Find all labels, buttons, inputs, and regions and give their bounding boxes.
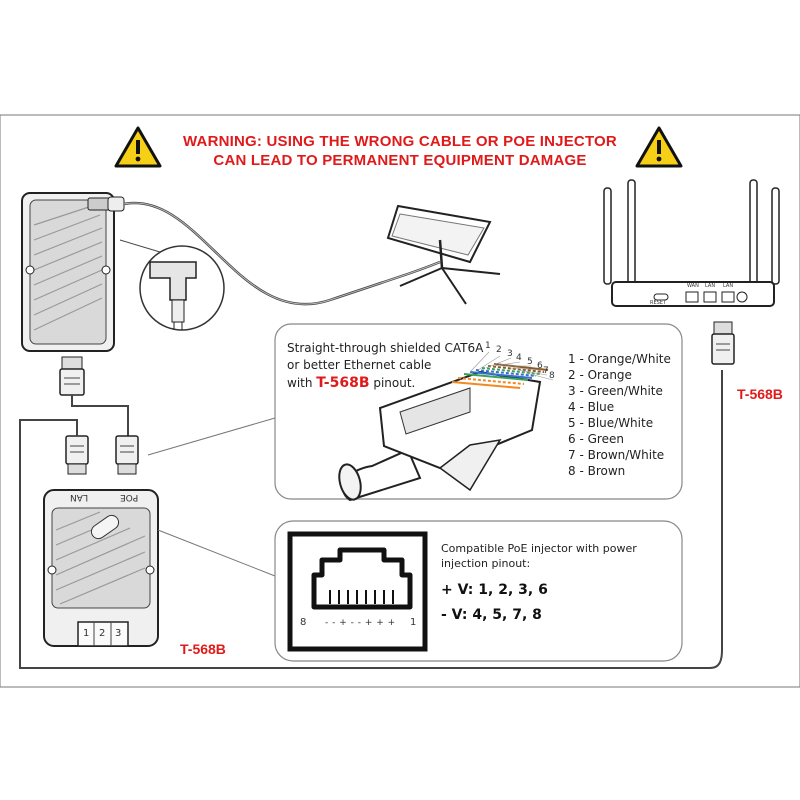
connector-callout	[139, 245, 225, 331]
router-standard-label: T-568B	[737, 386, 783, 402]
pinout-item: 3 - Green/White	[568, 384, 663, 398]
cable-description-line-1: Straight-through shielded CAT6A	[287, 341, 484, 355]
rj45-connector	[59, 356, 85, 396]
poe-description-line-2: injection pinout:	[441, 557, 531, 570]
cable-prefix: with	[287, 376, 313, 390]
cable-standard: T-568B	[316, 375, 370, 391]
wifi-router-device	[603, 179, 780, 365]
router-port-lan1-label: LAN	[705, 283, 716, 289]
pinout-item: 8 - Brown	[568, 464, 626, 478]
plug-pin-number: 4	[516, 353, 522, 363]
router-cable	[19, 370, 723, 669]
warning-triangle-icon	[635, 126, 683, 168]
jack-polarity-signs: - - + - - + + +	[325, 618, 396, 628]
cable-suffix: pinout.	[373, 376, 416, 390]
injector-poe-label: POE	[120, 492, 139, 502]
warning-heading-line-1: WARNING: USING THE WRONG CABLE OR POE IN…	[183, 133, 617, 150]
warning-heading-line-2: CAN LEAD TO PERMANENT EQUIPMENT DAMAGE	[213, 152, 587, 169]
pinout-item: 6 - Green	[568, 432, 624, 446]
pinout-item: 4 - Blue	[568, 400, 615, 414]
terminal-2-label: 2	[99, 628, 106, 639]
jack-pin-8-label: 8	[300, 617, 307, 628]
plug-pin-number: 7	[543, 366, 549, 376]
jack-pin-1-label: 1	[410, 617, 417, 628]
cable-description-line-2: or better Ethernet cable	[287, 358, 432, 372]
plug-pin-number: 1	[485, 341, 491, 351]
plug-pin-number: 8	[549, 371, 555, 381]
injector-lan-label: LAN	[70, 492, 89, 502]
cable-description-line-3: with T-568B pinout.	[287, 375, 415, 391]
poe-positive-pins: + V: 1, 2, 3, 6	[441, 582, 548, 598]
poe-injector-device	[43, 489, 159, 647]
plug-pin-number: 2	[496, 345, 502, 355]
terminal-1-label: 1	[83, 628, 90, 639]
starlink-router-device	[21, 192, 125, 352]
warning-triangle-icon	[114, 126, 162, 168]
pinout-item: 5 - Blue/White	[568, 416, 654, 430]
pinout-item: 1 - Orange/White	[568, 352, 671, 366]
router-port-lan2-label: LAN	[723, 283, 734, 289]
plug-pin-number: 6	[537, 361, 543, 371]
plug-pin-number: 5	[527, 357, 533, 367]
satellite-dish	[386, 204, 501, 305]
pinout-item: 2 - Orange	[568, 368, 632, 382]
injector-standard-label: T-568B	[180, 641, 226, 657]
terminal-3-label: 3	[115, 628, 122, 639]
plug-pin-number: 3	[507, 349, 513, 359]
rj45-connector	[65, 435, 89, 475]
poe-description-line-1: Compatible PoE injector with power	[441, 542, 637, 555]
rj45-plug-illustration	[338, 351, 554, 502]
rj45-connector	[115, 435, 139, 475]
rj45-jack-diagram	[287, 531, 428, 652]
poe-negative-pins: - V: 4, 5, 7, 8	[441, 607, 542, 623]
router-reset-label: RESET	[650, 300, 667, 306]
pinout-item: 7 - Brown/White	[568, 448, 665, 462]
router-port-wan-label: WAN	[687, 283, 699, 289]
